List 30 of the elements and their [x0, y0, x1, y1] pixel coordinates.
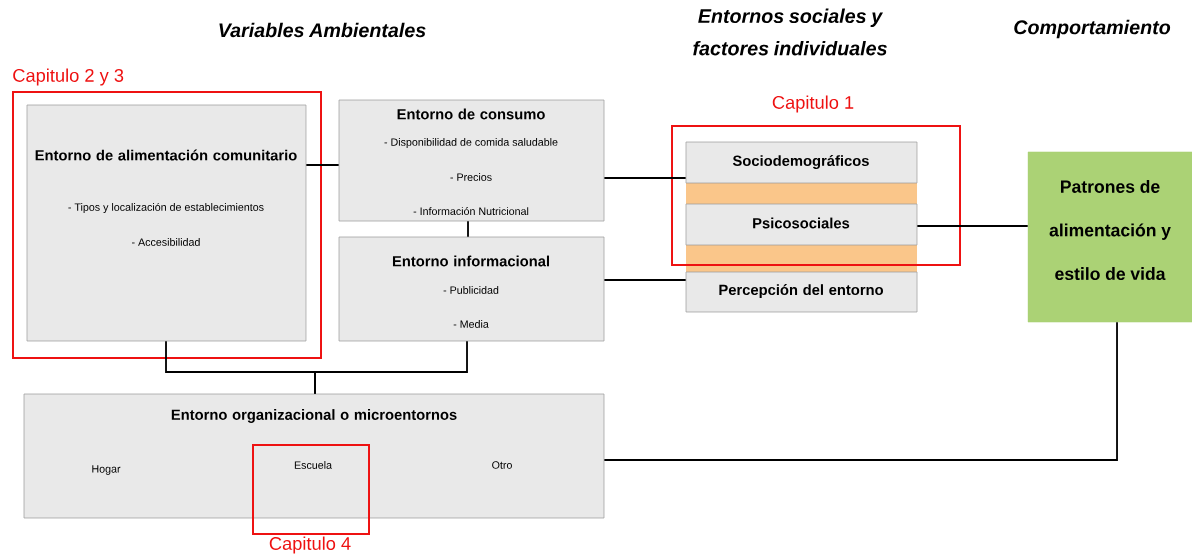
list-item: - Precios	[450, 173, 492, 181]
connector-line	[603, 177, 687, 179]
list-item: Otro	[492, 461, 512, 469]
environment-box: Entorno de consumo - Disponibilidad de comida saludable - Precios - Información Nutricional	[338, 99, 605, 222]
list-item: - Tipos y localización de establecimientos	[68, 202, 264, 214]
chapter-label: Capitulo 1	[772, 95, 854, 113]
connector-line	[603, 321, 1118, 461]
environment-box: Entorno informacional - Publicidad - Media	[338, 236, 605, 342]
list-item: - Información Nutricional	[413, 207, 529, 216]
chapter-label: Capitulo 4	[269, 536, 351, 554]
connector-line	[305, 164, 340, 166]
chapter-label: Capitulo 2 y 3	[13, 68, 124, 86]
list-item: - Accesibilidad	[132, 238, 200, 246]
list-item: - Disponibilidad de comida saludable	[384, 138, 558, 148]
outcome-box: Patrones de alimentación y estilo de vida	[1027, 151, 1192, 323]
column-heading: Entornos sociales y factores individuales	[693, 8, 887, 56]
environment-box: Entorno de alimentación comunitario - Tipos y localización de establecimientos - Accesibilidad	[26, 104, 307, 342]
environment-box: Sociodemográficos	[685, 141, 918, 184]
list-item: - Media	[453, 320, 489, 328]
list-item: Escuela	[294, 461, 332, 469]
column-heading: Comportamiento	[1014, 19, 1171, 39]
environment-box: Psicosociales	[685, 203, 918, 246]
column-heading: Variables Ambientales	[219, 22, 426, 38]
list-item: - Publicidad	[443, 286, 499, 294]
environment-box: Percepción del entorno	[685, 271, 918, 313]
connector-line	[603, 279, 687, 281]
connector-line	[467, 220, 469, 238]
connector-line	[916, 225, 1029, 227]
list-item: Hogar	[92, 465, 121, 475]
connector-line	[314, 340, 468, 395]
